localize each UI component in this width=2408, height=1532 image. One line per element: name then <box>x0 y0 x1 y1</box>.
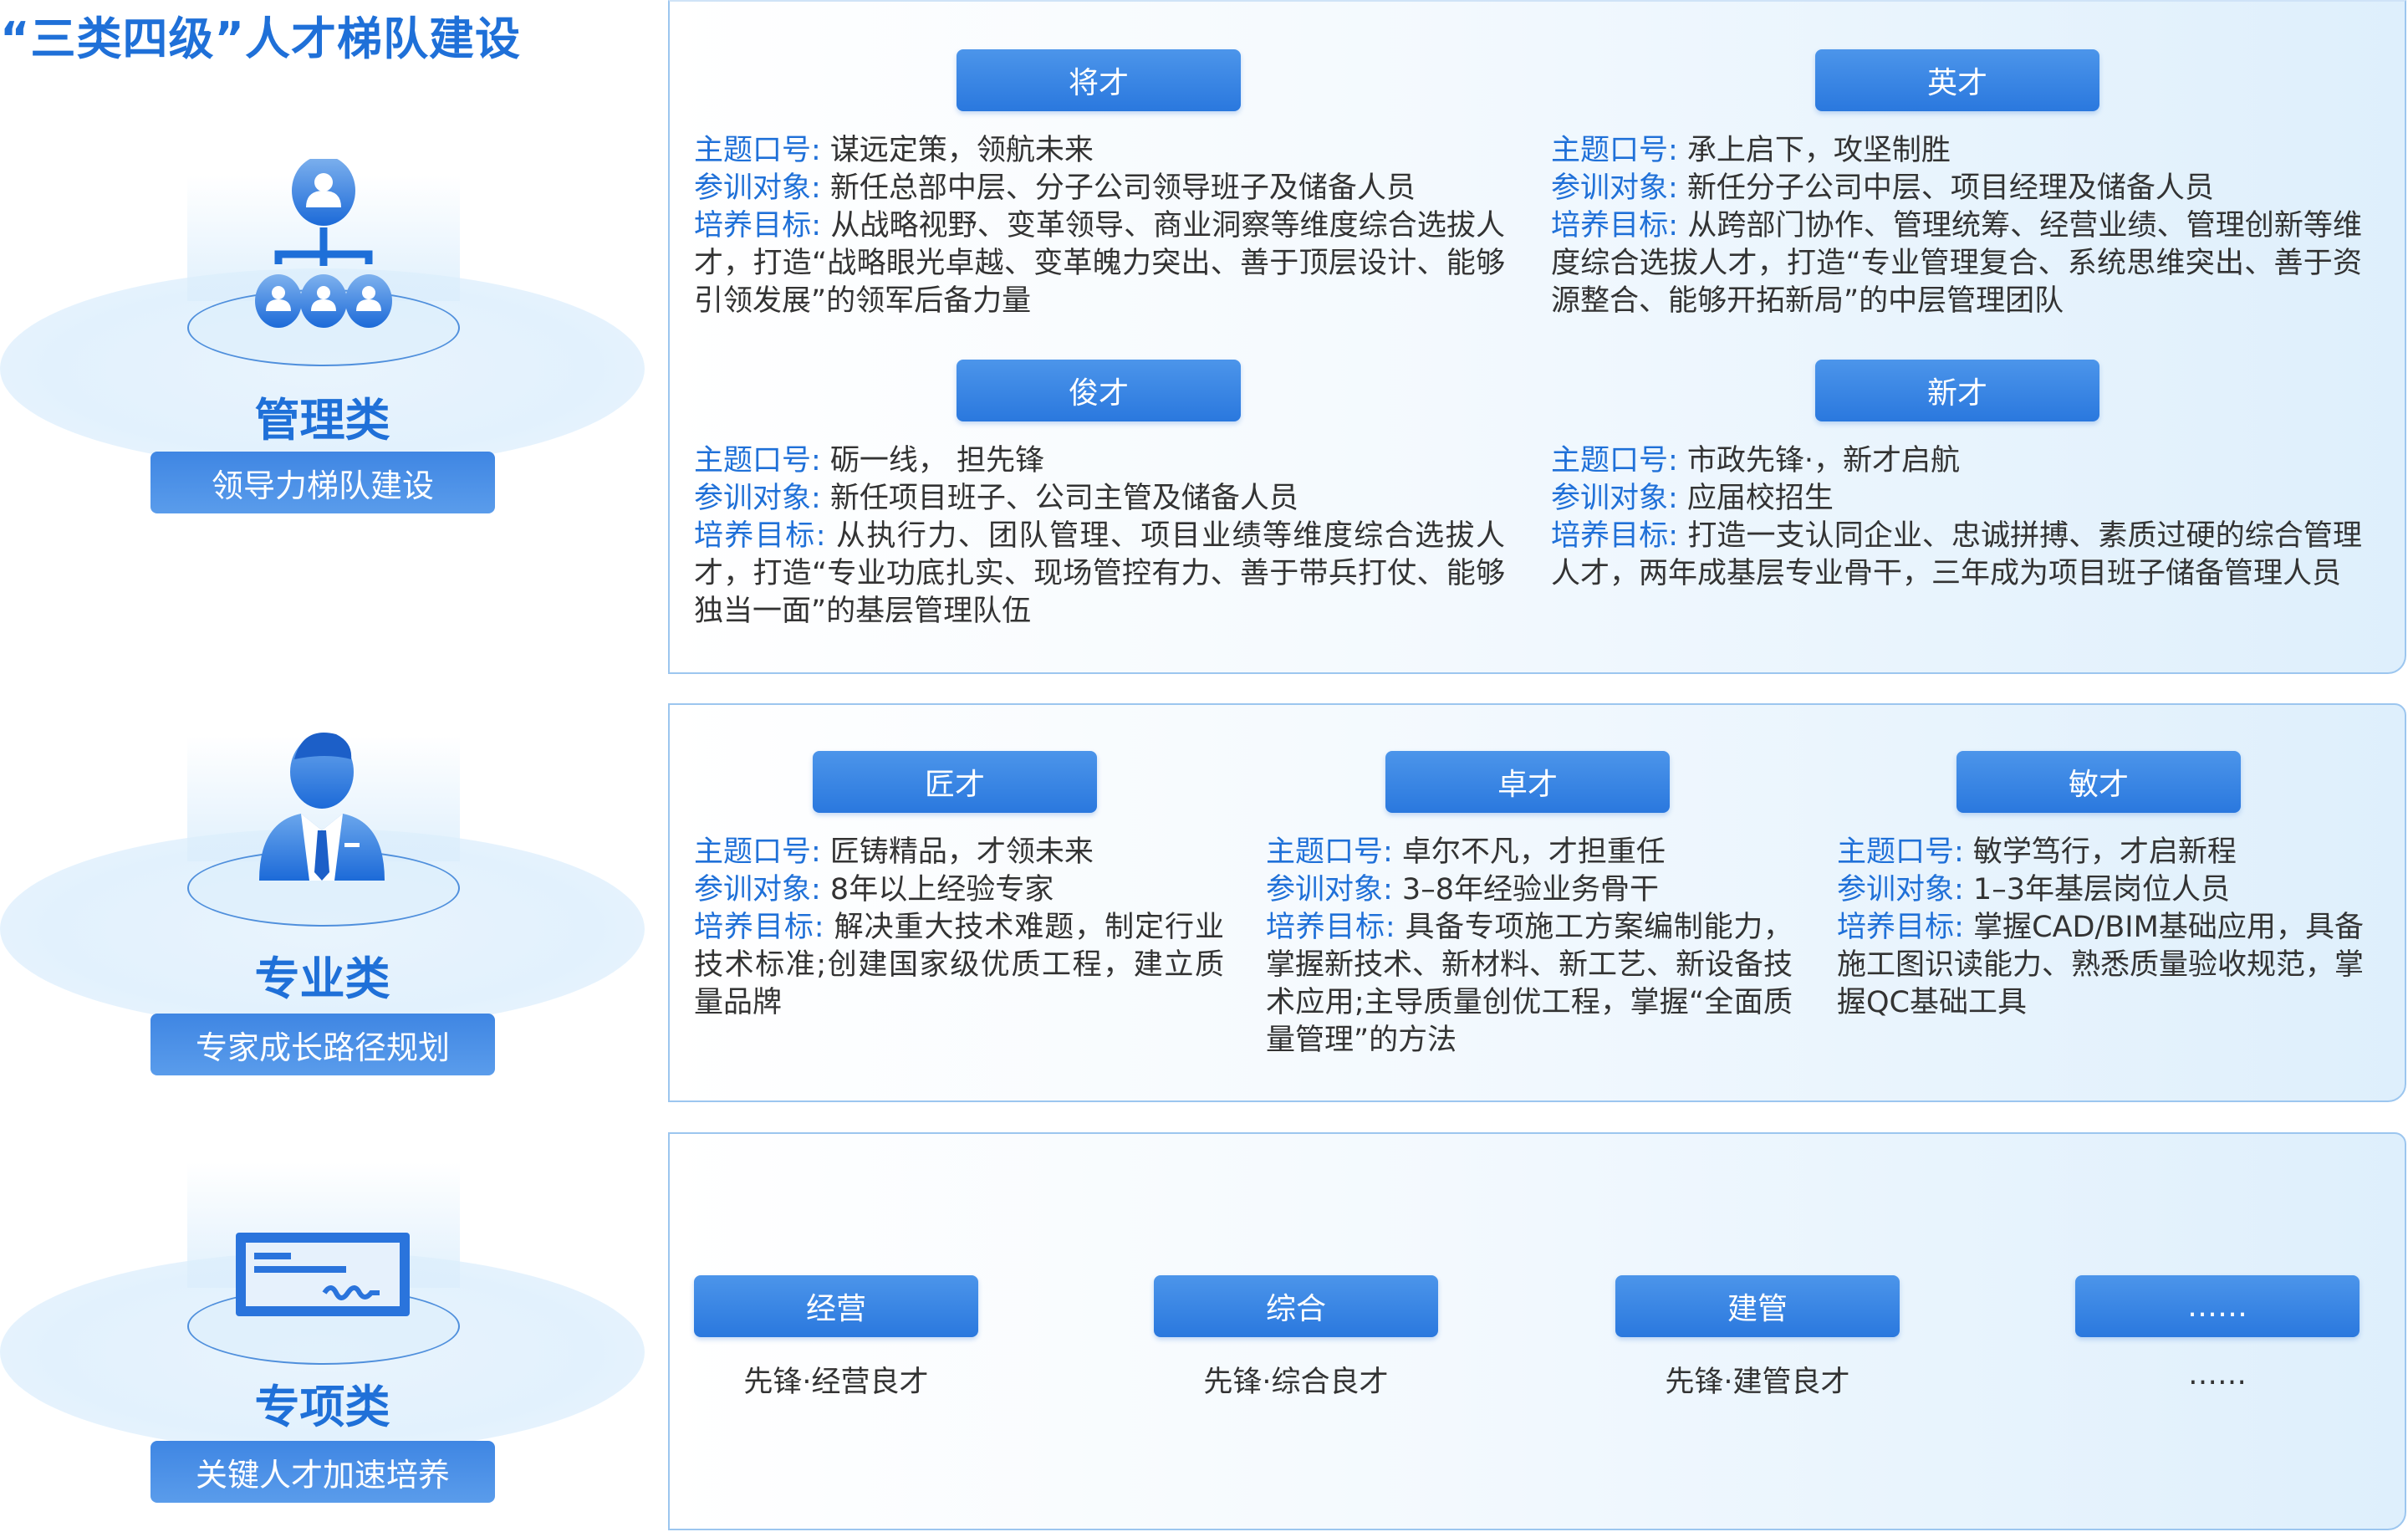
goal-label: 培养目标: <box>1551 209 1688 243</box>
tier-description: 主题口号: 市政先锋·，新才启航 参训对象: 应届校招生 培养目标: 打造一支认… <box>1551 442 2362 593</box>
tier-button-juncai[interactable]: 俊才 <box>957 360 1241 421</box>
tier-button-general[interactable]: 综合 <box>1154 1275 1438 1337</box>
goal-value: 具备专项施工方案编制能力，掌握新技术、新材料、新工艺、新设备技术应用;主导质量创… <box>1266 911 1793 1057</box>
business-person-icon <box>259 733 385 881</box>
tier-subtitle: …… <box>2188 1358 2247 1392</box>
target-value: 应届校招生 <box>1686 482 1834 515</box>
goal-label: 培养目标: <box>694 209 831 243</box>
tier-button-zhuocai[interactable]: 卓才 <box>1385 751 1670 813</box>
target-label: 参训对象: <box>1551 171 1687 205</box>
slogan-label: 主题口号: <box>694 444 830 477</box>
tier-description: 主题口号: 敏学笃行，才启新程 参训对象: 1–3年基层岗位人员 培养目标: 掌… <box>1837 834 2364 1022</box>
tier-button-xincai[interactable]: 新才 <box>1815 360 2099 421</box>
slogan-value: 市政先锋·，新才启航 <box>1686 444 1961 477</box>
platform-ring <box>187 289 460 366</box>
target-value: 8年以上经验专家 <box>829 873 1054 906</box>
goal-value: 打造一支认同企业、忠诚拼搏、素质过硬的综合管理人才，两年成基层专业骨干，三年成为… <box>1551 519 2362 590</box>
leadership-pipeline-button[interactable]: 领导力梯队建设 <box>150 452 495 513</box>
slogan-label: 主题口号: <box>694 134 830 167</box>
tier-subtitle: 先锋·建管良才 <box>1665 1366 1850 1399</box>
tier-description: 主题口号: 谋远定策，领航未来 参训对象: 新任总部中层、分子公司领导班子及储备… <box>694 132 1505 320</box>
management-panel <box>668 0 2406 674</box>
goal-value: 从执行力、团队管理、项目业绩等维度综合选拔人才，打造“专业功底扎实、现场管控有力… <box>694 519 1505 628</box>
key-talent-button[interactable]: 关键人才加速培养 <box>150 1441 495 1503</box>
goal-label: 培养目标: <box>694 519 837 553</box>
tier-subtitle: 先锋·经营良才 <box>743 1366 929 1399</box>
category-title: 专业类 <box>254 952 390 1005</box>
tier-button-mincai[interactable]: 敏才 <box>1956 751 2241 813</box>
tier-button-construction[interactable]: 建管 <box>1615 1275 1900 1337</box>
target-label: 参训对象: <box>1266 873 1402 906</box>
card-icon <box>236 1233 410 1316</box>
target-label: 参训对象: <box>694 171 830 205</box>
slogan-label: 主题口号: <box>1551 134 1687 167</box>
slogan-label: 主题口号: <box>694 835 830 869</box>
slogan-label: 主题口号: <box>1266 835 1402 869</box>
target-value: 新任分子公司中层、项目经理及储备人员 <box>1686 171 2214 205</box>
tier-button-yingcai[interactable]: 英才 <box>1815 49 2099 111</box>
slogan-value: 谋远定策，领航未来 <box>829 134 1094 167</box>
goal-value: 从战略视野、变革领导、商业洞察等维度综合选拔人才，打造“战略眼光卓越、变革魄力突… <box>694 209 1505 318</box>
tier-description: 主题口号: 承上启下，攻坚制胜 参训对象: 新任分子公司中层、项目经理及储备人员… <box>1551 132 2362 320</box>
tier-subtitle: 先锋·综合良才 <box>1203 1366 1389 1399</box>
target-value: 3–8年经验业务骨干 <box>1401 873 1659 906</box>
target-value: 新任项目班子、公司主管及储备人员 <box>829 482 1298 515</box>
goal-label: 培养目标: <box>1837 911 1974 944</box>
tier-description: 主题口号: 匠铸精品，才领未来 参训对象: 8年以上经验专家 培养目标: 解决重… <box>694 834 1224 1022</box>
target-value: 1–3年基层岗位人员 <box>1972 873 2230 906</box>
category-title: 专项类 <box>254 1381 390 1433</box>
tier-description: 主题口号: 卓尔不凡，才担重任 参训对象: 3–8年经验业务骨干 培养目标: 具… <box>1266 834 1793 1060</box>
target-label: 参训对象: <box>1837 873 1973 906</box>
slogan-label: 主题口号: <box>1837 835 1973 869</box>
goal-value: 掌握CAD/BIM基础应用，具备施工图识读能力、熟悉质量验收规范，掌握QC基础工… <box>1837 911 2365 1019</box>
target-label: 参训对象: <box>1551 482 1687 515</box>
slogan-value: 卓尔不凡，才担重任 <box>1401 835 1666 869</box>
goal-label: 培养目标: <box>1266 911 1406 944</box>
goal-label: 培养目标: <box>694 911 834 944</box>
target-label: 参训对象: <box>694 873 830 906</box>
page-title: “三类四级”人才梯队建设 <box>0 13 521 65</box>
slogan-value: 敏学笃行，才启新程 <box>1972 835 2237 869</box>
goal-label: 培养目标: <box>1551 519 1688 553</box>
category-title: 管理类 <box>254 394 390 447</box>
slogan-label: 主题口号: <box>1551 444 1687 477</box>
slogan-value: 砺一线， 担先锋 <box>829 444 1045 477</box>
org-chart-icon <box>255 159 392 328</box>
tier-description: 主题口号: 砺一线， 担先锋 参训对象: 新任项目班子、公司主管及储备人员 培养… <box>694 442 1505 631</box>
slogan-value: 匠铸精品，才领未来 <box>829 835 1094 869</box>
tier-button-jiangcai-craft[interactable]: 匠才 <box>813 751 1097 813</box>
goal-value: 从跨部门协作、管理统筹、经营业绩、管理创新等维度综合选拔人才，打造“专业管理复合… <box>1551 209 2362 318</box>
slogan-value: 承上启下，攻坚制胜 <box>1686 134 1951 167</box>
tier-button-more[interactable]: …… <box>2075 1275 2360 1337</box>
goal-value: 解决重大技术难题，制定行业技术标准;创建国家级优质工程，建立质量品牌 <box>694 911 1224 1019</box>
expert-growth-button[interactable]: 专家成长路径规划 <box>150 1014 495 1075</box>
tier-button-jiangcai[interactable]: 将才 <box>957 49 1241 111</box>
tier-button-business[interactable]: 经营 <box>694 1275 978 1337</box>
target-label: 参训对象: <box>694 482 830 515</box>
target-value: 新任总部中层、分子公司领导班子及储备人员 <box>829 171 1416 205</box>
